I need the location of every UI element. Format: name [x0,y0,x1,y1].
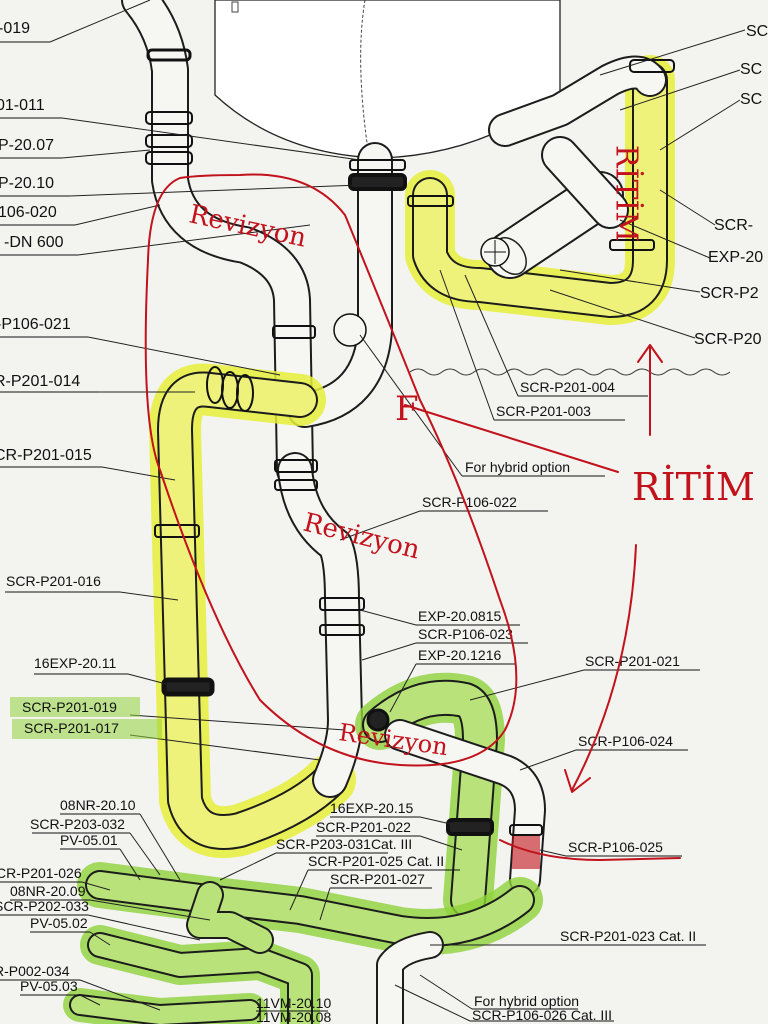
pipe-diagonal-nozzle [486,136,629,279]
label-exp21216: EXP-20.1216 [418,647,501,663]
label-106-020: 106-020 [0,204,57,221]
label-sc-1: SC [746,23,768,40]
label-p106-022: SCR-P106-022 [422,494,517,510]
label-p201-027: SCR-P201-027 [330,871,425,887]
pipe-green-lower-header [63,862,543,1024]
pipe-green-right-loop [355,672,505,925]
label-scr-partial: SCR- [714,217,753,234]
liquid-level-line [409,368,731,376]
label-nr2010: 08NR-20.10 [60,797,136,813]
label-hybrid-option-2: For hybrid option [474,993,579,1009]
label-p201-022: SCR-P201-022 [316,819,411,835]
label-exp2015: 16EXP-20.15 [330,800,413,816]
pipe-branch-p106-024 [384,719,546,896]
labels-center: SCR-P201-004 SCR-P201-003 For hybrid opt… [256,379,696,1024]
label-scrp2-partial: SCR-P2 [700,285,759,302]
red-underline-p106-025 [499,839,681,861]
handwriting-ritim-vertical: RİTİM [609,145,645,242]
pipe-yellow-top-right [405,55,675,325]
label-p201-023: SCR-P201-023 Cat. II [560,928,696,944]
leader-lines-left [0,0,361,1011]
label-p106-023: SCR-P106-023 [418,626,513,642]
label-p201-014: R-P201-014 [0,373,80,390]
label-p106-025: SCR-P106-025 [568,839,663,855]
label-scrp20-partial: SCR-P20 [694,331,762,348]
label-p201-026: CR-P201-026 [0,865,82,881]
pipe-center-vertical [277,452,363,798]
red-arrow-up [637,344,663,436]
red-arrow-line-hybrid [404,404,619,473]
label-exp20-partial: EXP-20 [708,249,763,266]
label-pv0503: PV-05.03 [20,978,78,994]
label-011: 01-011 [0,97,45,114]
label-p106-024: SCR-P106-024 [578,733,673,749]
flange-rings [145,48,675,869]
highlight-p201-019 [10,697,140,717]
label-p002-034: R-P002-034 [0,963,70,979]
label-p201-017: SCR-P201-017 [24,720,119,736]
red-arrow-down [564,544,637,793]
label-p203-032: SCR-P203-032 [30,816,125,832]
label-p201-021: SCR-P201-021 [585,653,680,669]
label-vm2008: 11VM-20.08 [256,1009,331,1024]
label-p201-025: SCR-P201-025 Cat. II [308,853,444,869]
highlight-p201-017 [12,719,162,739]
label-p201-015: CR-P201-015 [0,447,92,464]
label-p106-026: SCR-P106-026 Cat. III [472,1007,612,1023]
label-019: -019 [0,20,30,37]
vessel-weld-seam [360,0,369,151]
label-pv0501: PV-05.01 [60,832,118,848]
labels-left: -019 01-011 P-20.07 P-20.10 106-020 -DN … [0,20,162,994]
pipe-yellow-left-loop [149,363,356,858]
label-p2010: P-20.10 [0,175,54,192]
label-p201-004: SCR-P201-004 [520,379,615,395]
handwriting-f-symbol: F [395,389,419,429]
label-p106-021: -P106-021 [0,316,71,333]
handwriting-ritim: RİTİM [632,465,755,509]
label-p201-003: SCR-P201-003 [496,403,591,419]
label-sc-3: SC [740,91,762,108]
label-pv0502: PV-05.02 [30,915,88,931]
label-p202-033: SCR-P202-033 [0,898,89,914]
label-dn600: -DN 600 [4,234,64,251]
label-nr2009: 08NR-20.09 [10,883,86,899]
label-exp20815: EXP-20.0815 [418,608,501,624]
label-p203-031: SCR-P203-031Cat. III [276,836,412,852]
label-hybrid-option-1: For hybrid option [465,459,570,475]
pipe-upper-left [121,0,314,489]
revision-boundary-outline [144,173,518,767]
label-vm2010: 11VM-20.10 [256,995,331,1011]
labels-right: SC SC SC SCR- EXP-20 SCR-P2 SCR-P20 [694,23,768,348]
label-p2007: P-20.07 [0,137,54,154]
label-p201-016: SCR-P201-016 [6,573,101,589]
leader-lines-right [219,29,746,1022]
vessel-nozzle-mark [231,1,239,13]
label-exp2011: 16EXP-20.11 [34,655,116,671]
label-p201-019: SCR-P201-019 [22,699,117,715]
label-sc-2: SC [740,61,762,78]
